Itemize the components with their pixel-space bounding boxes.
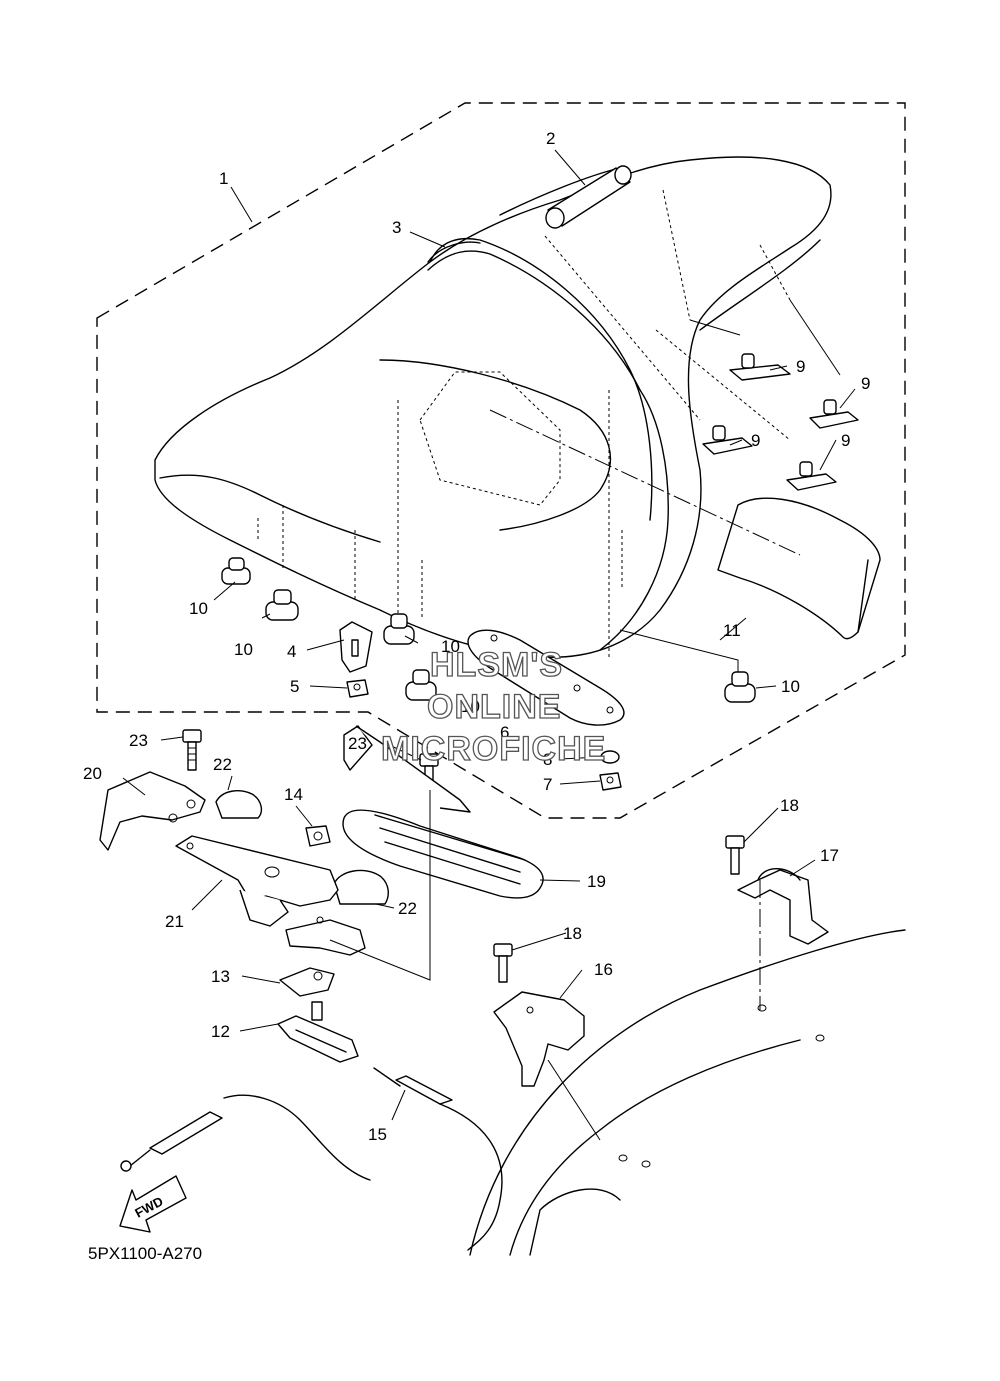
callout-1: 1 [219,169,228,188]
pad-22 [215,790,263,819]
leader-line [547,1059,601,1141]
callout-22: 22 [398,899,417,918]
callout-10: 10 [781,677,800,696]
damper-10 [383,613,415,645]
callout-21: 21 [165,912,184,931]
callout-9: 9 [841,431,850,450]
hole [641,1160,651,1168]
callout-11: 11 [723,621,741,640]
callout-22: 22 [213,755,232,774]
callout-10: 10 [234,640,253,659]
handle-17 [737,868,829,945]
diagram-code: 5PX1100-A270 [88,1244,202,1263]
callout-3: 3 [392,218,401,237]
callout-19: 19 [587,872,606,891]
callout-12: 12 [211,1022,230,1041]
plate-13 [279,967,335,997]
callout-8: 8 [543,750,552,769]
callout-9: 9 [751,431,760,450]
bolt-18 [725,835,745,875]
callout-15: 15 [368,1125,387,1144]
guide-line [655,329,791,441]
nut-5 [346,679,369,698]
watermark-line: ONLINE [427,688,561,726]
latch-12 [277,1001,359,1063]
bracket-16 [493,991,585,1087]
watermark-line: HLSM'S [430,646,563,684]
callout-6: 6 [500,723,509,742]
bracket-20 [99,771,206,851]
guide-line [789,299,841,376]
grab-roller [545,165,632,229]
nut-14 [305,825,331,847]
callout-23: 23 [348,734,367,753]
callout-7: 7 [543,775,552,794]
callout-18: 18 [780,796,799,815]
guide-line [544,235,701,421]
bracket-6 [467,629,625,726]
callout-5: 5 [290,677,299,696]
fender-outline [529,1188,621,1256]
callout-16: 16 [594,960,613,979]
clip-9 [786,461,837,491]
nut-7 [599,772,622,791]
bolt-18 [493,943,513,983]
damper-10 [221,557,251,585]
callout-10: 10 [461,697,480,716]
guide-line [489,409,801,556]
callout-9: 9 [861,374,870,393]
damper-10 [265,589,299,621]
callout-4: 4 [287,642,296,661]
callout-14: 14 [284,785,303,804]
callout-10: 10 [189,599,208,618]
callout-leaders [122,149,856,1121]
callout-13: 13 [211,967,230,986]
watermark-line: MICROFICHE [381,730,606,768]
fender-outline [509,1039,801,1256]
bolt-23 [182,729,202,771]
seat-assembly [154,156,832,658]
pad-22 [333,869,389,905]
cable-15 [120,1067,503,1251]
grab-bar-19 [342,725,544,899]
rear-pad [717,497,881,640]
guide-line [689,319,741,336]
plate-21 [175,835,366,956]
clip-9 [809,399,859,429]
callout-2: 2 [546,129,555,148]
guide-line [662,189,691,321]
leader-line [329,790,431,981]
callout-23: 23 [129,731,148,750]
guide-line [759,244,791,301]
damper-10 [724,671,756,703]
hole [815,1034,825,1042]
seat-trim-band [427,241,481,263]
forward-arrow-icon: FWD [119,1175,187,1233]
assembly-boundary [96,102,906,819]
clip-9 [702,425,753,455]
callout-17: 17 [820,846,839,865]
callout-18: 18 [563,924,582,943]
damper-10 [405,669,437,701]
bracket-4 [339,621,373,673]
hole [757,1004,767,1012]
callout-10: 10 [441,637,460,656]
guide-line [619,629,739,680]
hole [618,1154,628,1162]
fender-outline [469,929,906,1256]
callout-9: 9 [796,357,805,376]
callout-20: 20 [83,764,102,783]
